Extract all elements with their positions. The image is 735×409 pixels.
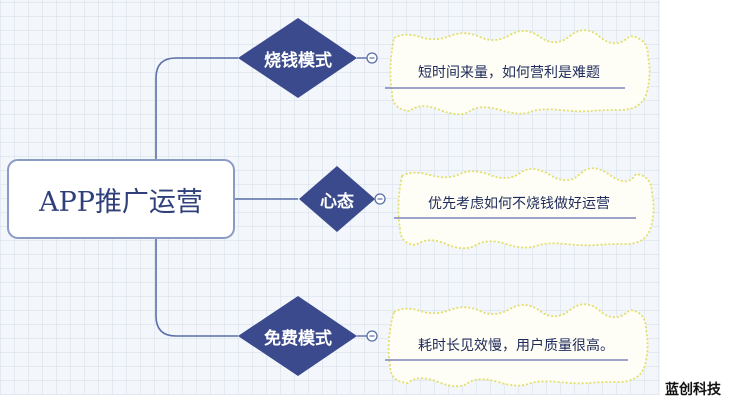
note-text-1: 短时间来量，如何营利是难题 [418, 65, 600, 81]
root-node-label: APP推广运营 [39, 186, 203, 218]
branch-label-3: 免费模式 [264, 328, 332, 349]
branch-label-2: 心态 [320, 191, 354, 212]
note-text-2: 优先考虑如何不烧钱做好运营 [428, 196, 610, 212]
connector-root-to-branch-1 [155, 57, 238, 160]
note-callout-1 [385, 29, 651, 116]
branch-node-1 [238, 18, 357, 98]
note-callout-2 [394, 167, 655, 250]
note-text-3: 耗时长见效慢，用户质量很高。 [418, 338, 614, 354]
note-callout-3 [385, 303, 649, 388]
branch-label-1: 烧钱模式 [264, 50, 332, 71]
connector-root-to-branch-3 [155, 238, 238, 337]
branch-node-2 [299, 166, 375, 232]
watermark-text: 蓝创科技 [665, 382, 721, 398]
branch-node-3 [238, 296, 357, 376]
root-node [7, 159, 235, 239]
